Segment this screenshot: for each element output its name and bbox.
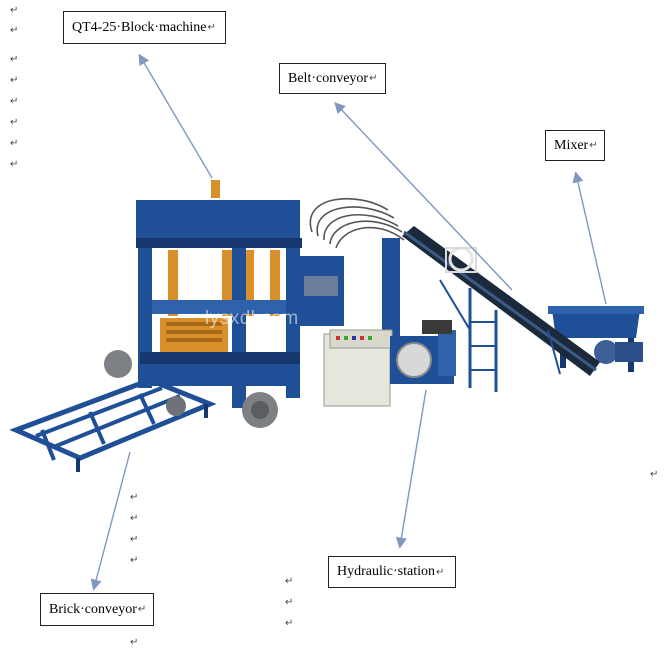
brick-conveyor-drawing [9,377,217,472]
hydraulic-hoses [309,198,405,249]
label-belt-conveyor-text: Belt·conveyor [288,70,369,86]
paragraph-mark: ↵ [130,637,139,648]
paragraph-mark: ↵ [10,96,19,107]
arrow-hydraulic-station [395,389,427,549]
paragraph-mark: ↵ [130,534,139,545]
label-brick-conveyor: Brick·conveyor↵ [40,593,154,626]
control-panel-drawing [323,329,393,407]
paragraph-mark: ↵ [10,75,19,86]
arrow-belt-conveyor [334,101,513,291]
label-block-machine-text: QT4-25·Block·machine [72,19,207,35]
paragraph-mark: ↵ [137,604,147,615]
paragraph-mark: ↵ [10,5,19,16]
paragraph-mark: ↵ [10,138,19,149]
paragraph-mark: ↵ [130,492,139,503]
label-belt-conveyor: Belt·conveyor↵ [279,63,386,94]
paragraph-mark: ↵ [650,469,659,480]
arrow-brick-conveyor [90,451,131,591]
paragraph-mark: ↵ [369,73,378,84]
hydraulic-station-drawing [390,320,456,384]
label-mixer: Mixer↵ [545,130,605,161]
paragraph-mark: ↵ [10,159,19,170]
paragraph-mark: ↵ [207,22,216,33]
arrow-block-machine [138,53,213,179]
paragraph-mark: ↵ [10,25,19,36]
paragraph-mark: ↵ [130,555,139,566]
paragraph-mark: ↵ [285,618,294,629]
paragraph-mark: ↵ [10,54,19,65]
paragraph-mark: ↵ [435,566,445,578]
paragraph-mark: ↵ [130,513,139,524]
label-mixer-text: Mixer [554,137,589,153]
watermark: lysxdl.com [205,308,299,329]
paragraph-mark: ↵ [285,597,294,608]
label-hydraulic-station: Hydraulic·station↵ [328,556,456,588]
label-brick-conveyor-text: Brick·conveyor [49,601,137,617]
paragraph-mark: ↵ [589,140,598,151]
belt-conveyor-drawing [402,226,600,392]
arrow-mixer [572,171,607,305]
label-hydraulic-station-text: Hydraulic·station [337,564,435,579]
paragraph-mark: ↵ [285,576,294,587]
paragraph-mark: ↵ [10,117,19,128]
block-machine-drawing [104,180,344,428]
label-block-machine: QT4-25·Block·machine↵ [63,11,226,44]
belt-support-column [382,238,400,340]
